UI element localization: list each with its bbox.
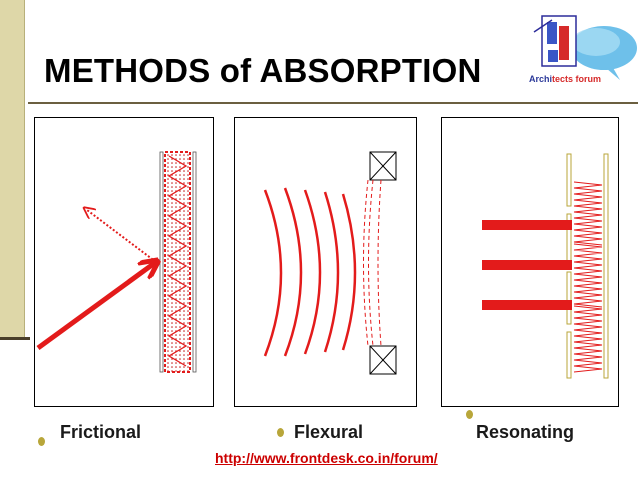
- panel-frictional: [34, 117, 214, 407]
- bullet-flexural: [277, 428, 284, 437]
- left-decor-line: [24, 0, 25, 340]
- panel-flexural: [234, 117, 417, 407]
- title-underline: [28, 102, 638, 104]
- bullet-frictional: [38, 437, 45, 446]
- logo-text-architects: Archi: [529, 74, 552, 84]
- panel-resonating: [441, 117, 619, 407]
- bullet-resonating: [466, 410, 473, 419]
- forum-link[interactable]: http://www.frontdesk.co.in/forum/: [215, 450, 438, 466]
- left-decor-bar: [0, 0, 24, 340]
- label-frictional: Frictional: [60, 422, 142, 442]
- architects-forum-logo: Architects forum: [529, 15, 637, 84]
- frictional-diagram: [36, 122, 213, 402]
- resonating-diagram: [482, 153, 609, 379]
- svg-text:Architects forum: Architects forum: [529, 74, 601, 84]
- label-flexural: Flexural: [294, 422, 364, 442]
- slide-title: METHODS of ABSORPTION: [44, 52, 482, 89]
- logo-text-forum: tects forum: [552, 74, 601, 84]
- flexural-diagram: [263, 151, 397, 375]
- left-decor-rule: [0, 337, 30, 340]
- label-resonating: Resonating: [476, 422, 575, 442]
